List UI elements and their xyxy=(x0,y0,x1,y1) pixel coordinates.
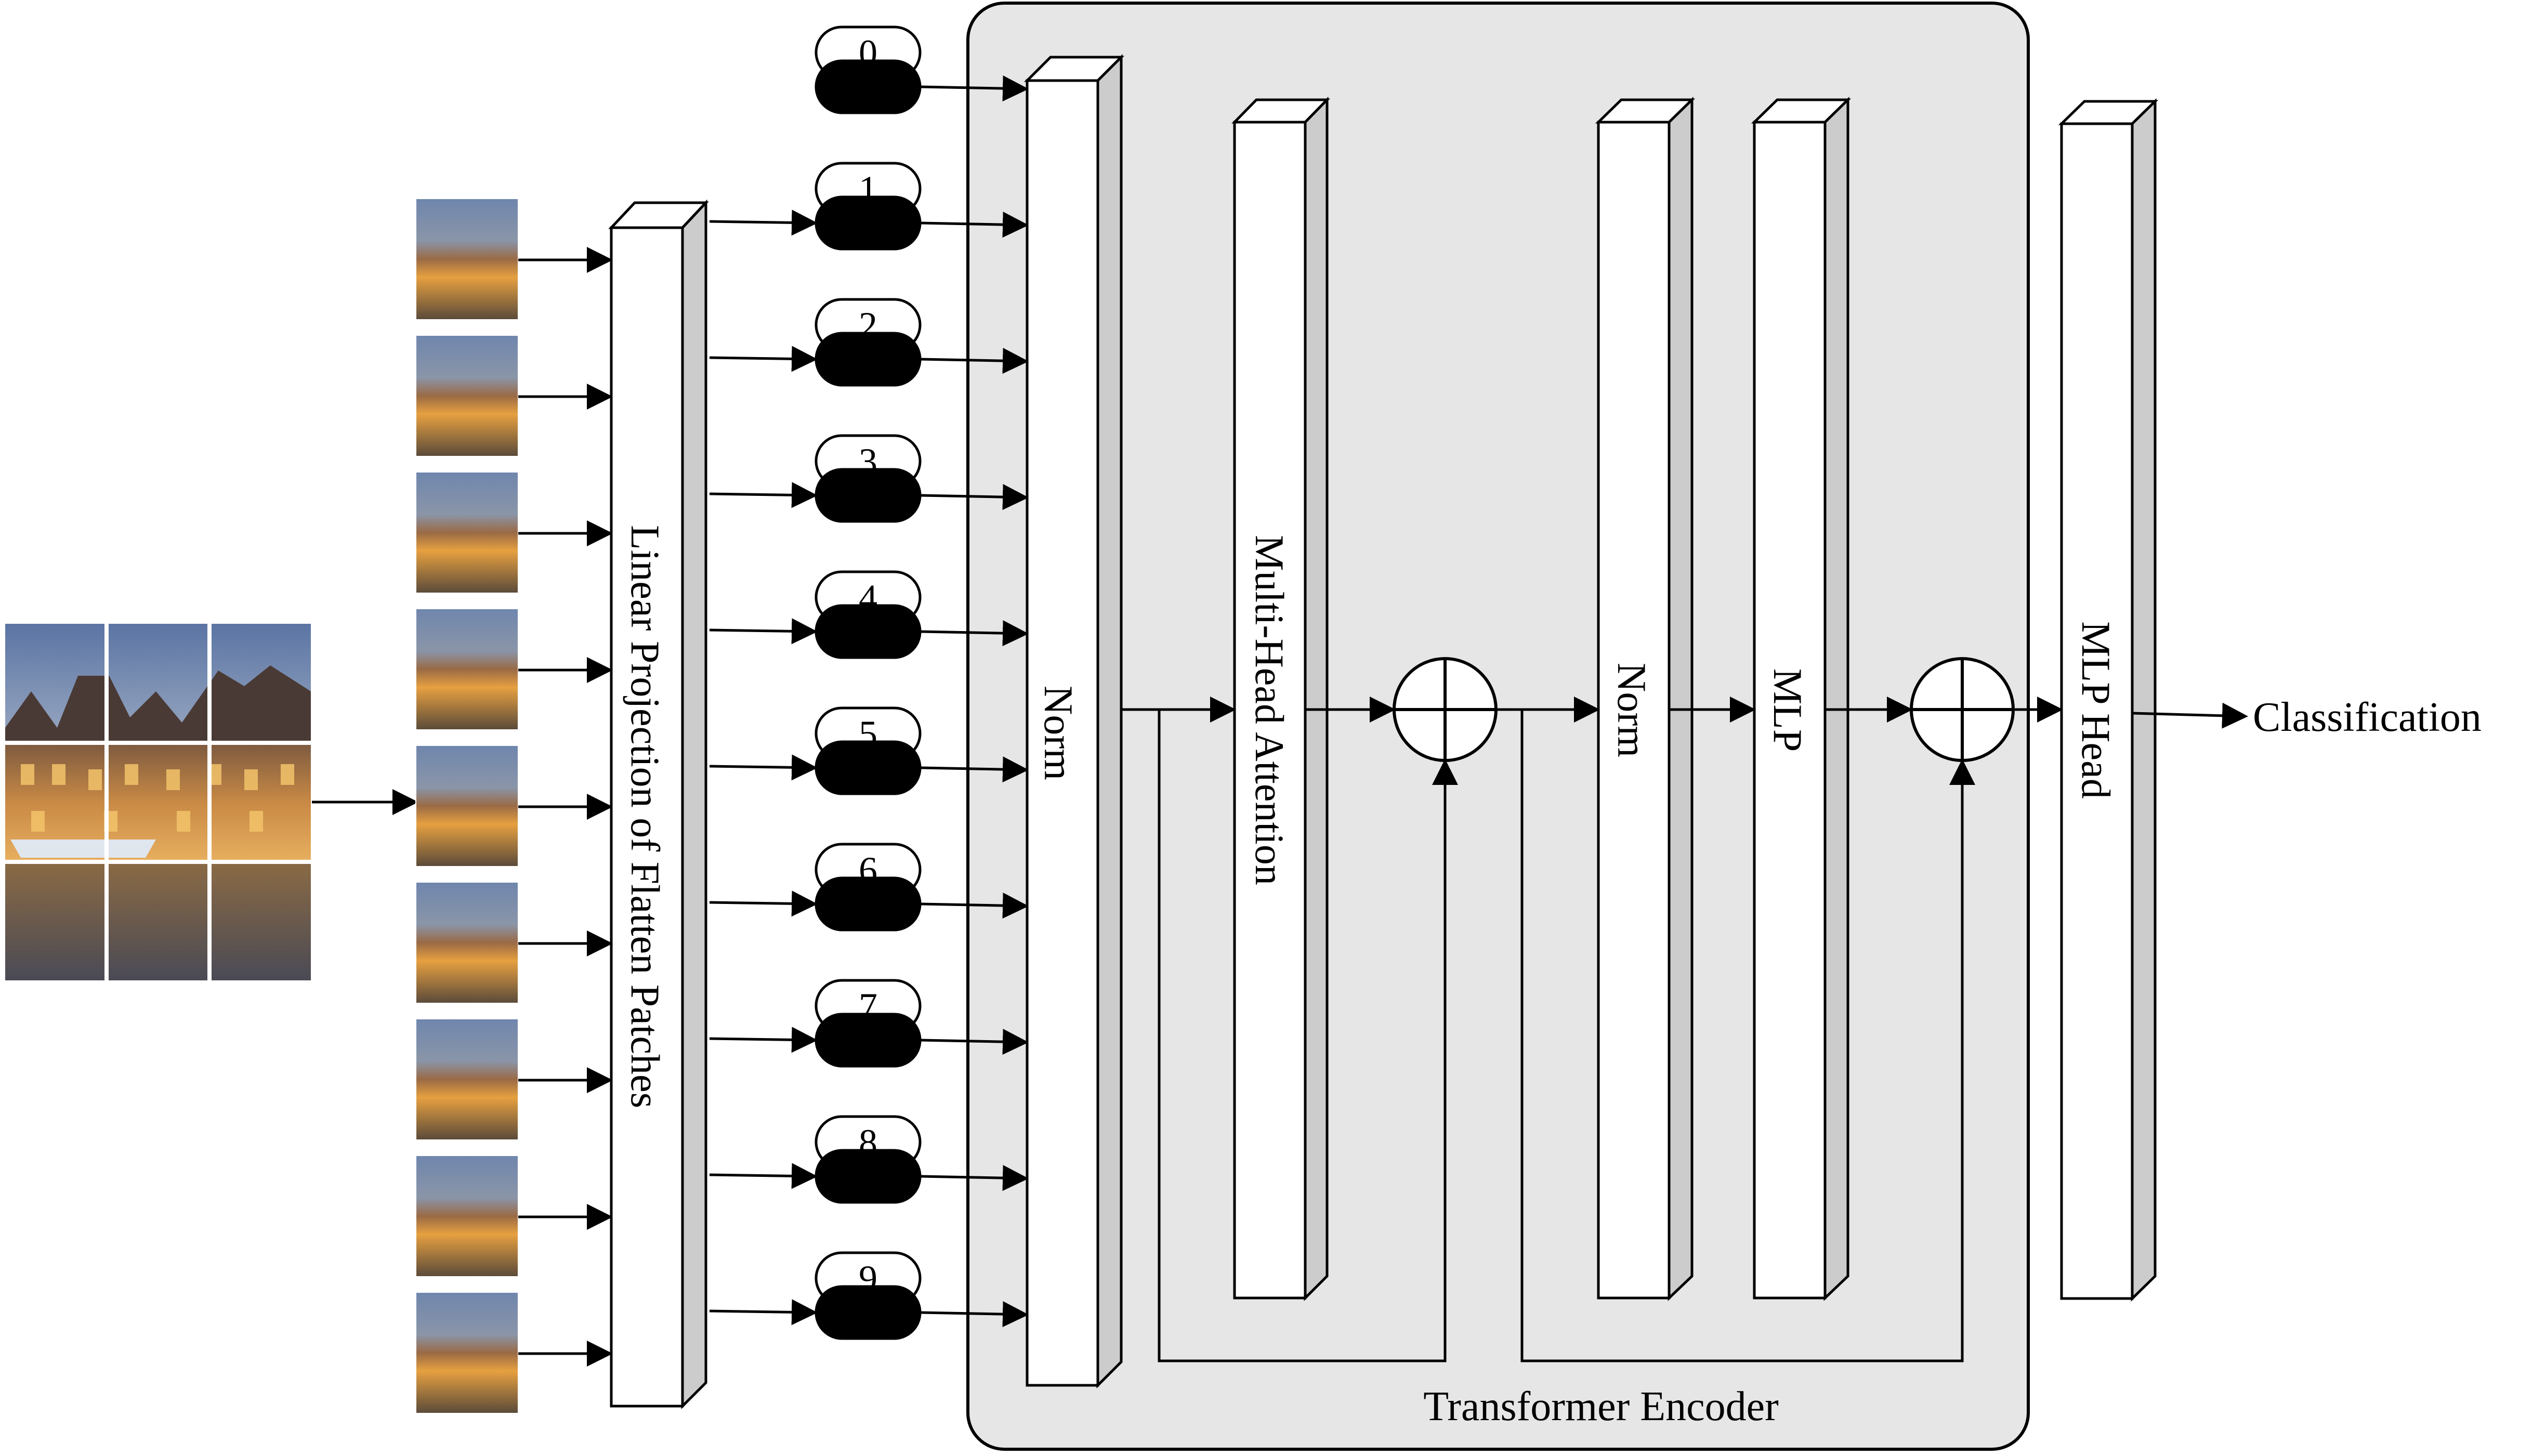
projection-to-embedding-arrow xyxy=(709,1299,818,1326)
patch-embedding-pill xyxy=(815,1285,922,1340)
embedding-to-norm-arrow xyxy=(920,212,1029,238)
projection-to-embedding-arrow xyxy=(709,209,818,236)
image-patch xyxy=(415,471,519,594)
multi-head-attention-block: Multi-Head Attention xyxy=(1231,96,1330,1302)
image-patch xyxy=(415,745,519,867)
linear-projection-block: Linear Projection of Flatten Patches xyxy=(608,199,709,1410)
position-token: 1 xyxy=(815,162,922,251)
patch-embedding-pill xyxy=(815,740,922,795)
norm-1-label: Norm xyxy=(1036,686,1081,780)
patch-embedding-pill xyxy=(815,332,922,387)
patch-embedding-pill xyxy=(815,1013,922,1068)
norm-block-2: Norm xyxy=(1595,97,1696,1301)
mlp-block: MLP xyxy=(1751,97,1852,1301)
patch-embedding-pill xyxy=(815,604,922,659)
attention-label: Multi-Head Attention xyxy=(1247,535,1292,885)
embedding-to-norm-arrow xyxy=(920,620,1029,647)
mlp-head-label: MLP Head xyxy=(2073,621,2119,799)
embedding-to-norm-arrow xyxy=(920,75,1029,102)
mlp-label: MLP xyxy=(1765,668,1810,752)
patch-embedding-pill xyxy=(815,195,922,251)
image-patch xyxy=(415,1155,519,1277)
image-patch xyxy=(415,335,519,457)
position-token: 9 xyxy=(815,1251,922,1340)
mlp-head-block: MLP Head xyxy=(2058,98,2159,1302)
image-patch xyxy=(415,1292,519,1414)
input-image xyxy=(5,624,311,980)
projection-to-embedding-arrow xyxy=(709,482,818,508)
image-patch xyxy=(415,1018,519,1140)
embedding-to-norm-arrow xyxy=(920,893,1029,919)
image-patch xyxy=(415,608,519,730)
position-token: 7 xyxy=(815,979,922,1068)
norm-2-label: Norm xyxy=(1609,663,1655,757)
embedding-to-norm-arrow xyxy=(920,756,1029,783)
embedding-to-norm-arrow xyxy=(920,484,1029,510)
projection-to-embedding-arrow xyxy=(709,1027,818,1053)
position-token: 2 xyxy=(815,298,922,387)
position-token: 3 xyxy=(815,434,922,523)
embedding-to-norm-arrow xyxy=(920,1165,1029,1191)
position-token: 5 xyxy=(815,706,922,795)
projection-to-embedding-arrow xyxy=(709,890,818,917)
classification-label: Classification xyxy=(2253,694,2482,740)
embedding-to-norm-arrow xyxy=(920,1029,1029,1055)
residual-add-2 xyxy=(1910,657,2015,762)
position-token: 4 xyxy=(815,570,922,659)
embedding-to-norm-arrow xyxy=(920,1301,1029,1328)
image-patch xyxy=(415,882,519,1004)
projection-to-embedding-arrow xyxy=(709,754,818,781)
patch-embedding-pill xyxy=(815,59,922,114)
residual-add-1 xyxy=(1393,657,1498,762)
projection-to-embedding-arrow xyxy=(709,346,818,372)
projection-to-embedding-arrow xyxy=(709,1163,818,1189)
patch-embedding-pill xyxy=(815,876,922,932)
position-token: 0 xyxy=(815,25,922,114)
patch-embedding-pill xyxy=(815,1149,922,1204)
norm-block-1: Norm xyxy=(1023,54,1125,1389)
embedding-to-norm-arrow xyxy=(920,348,1029,374)
position-token: 6 xyxy=(815,843,922,932)
position-token: 8 xyxy=(815,1115,922,1204)
flow-connectors xyxy=(1121,697,2248,1362)
image-patch xyxy=(415,198,519,320)
patch-embedding-pill xyxy=(815,468,922,523)
transformer-encoder-box xyxy=(966,2,2030,1451)
encoder-label: Transformer Encoder xyxy=(1423,1384,1779,1429)
linear-projection-label: Linear Projection of Flatten Patches xyxy=(623,525,668,1108)
projection-to-embedding-arrow xyxy=(709,618,818,645)
